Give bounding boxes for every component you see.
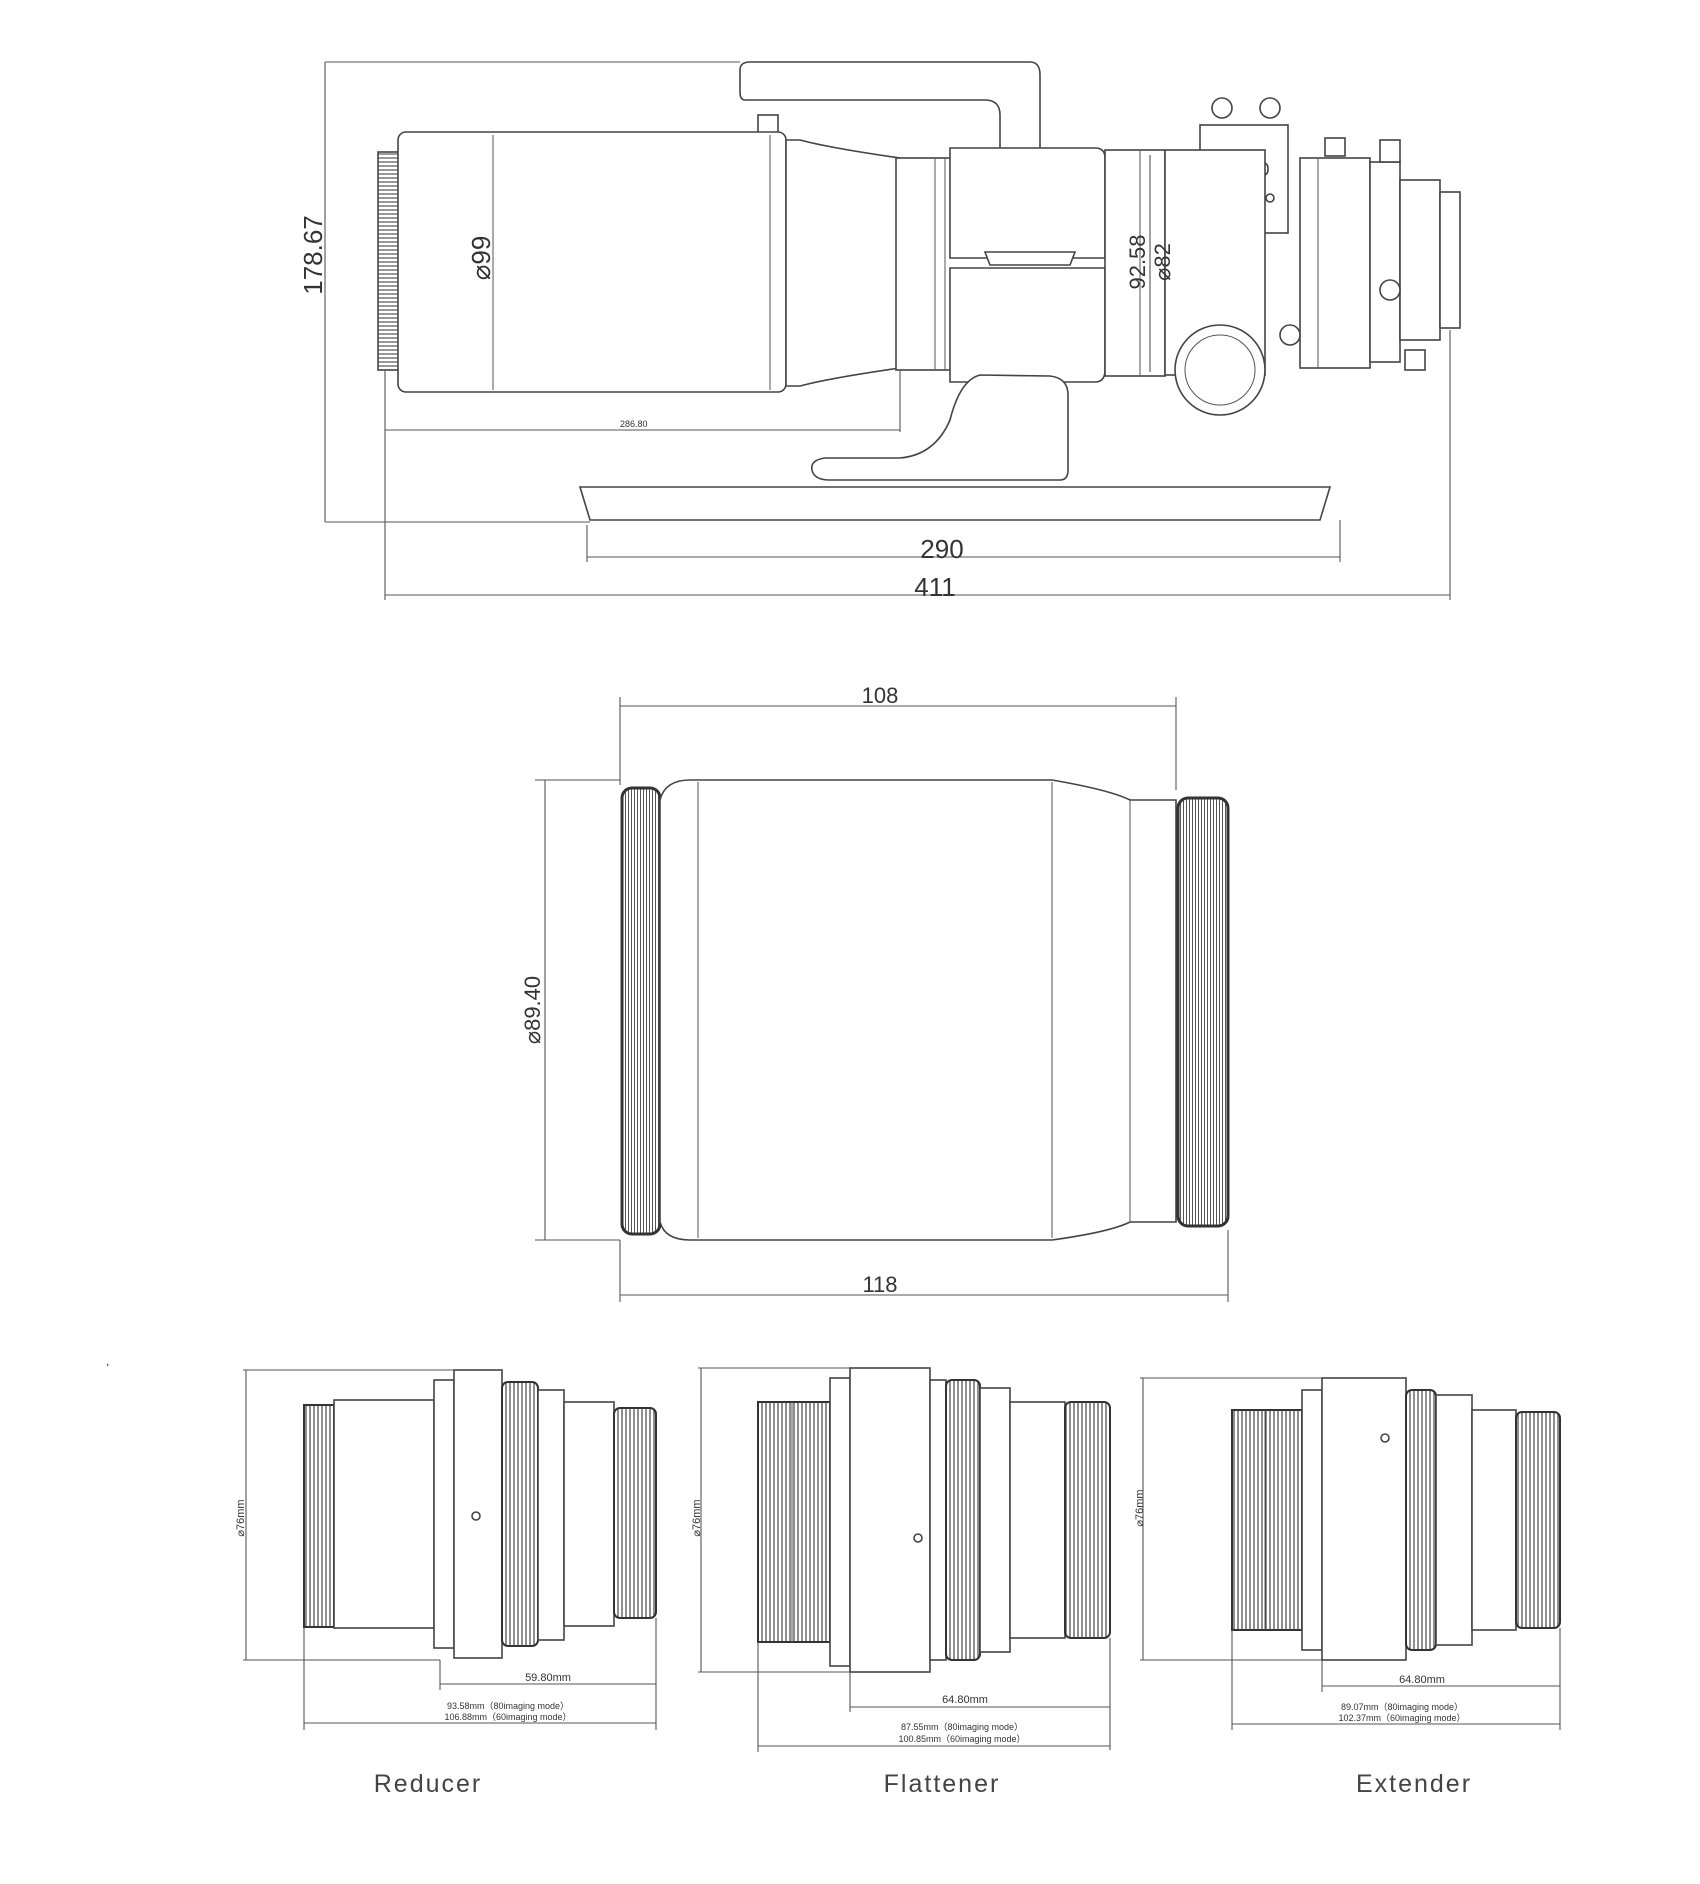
telescope-side-view: 286.80 178.67 ⌀99 92.58 ⌀82 290 411 xyxy=(298,61,1461,602)
dim-diameter-label: ⌀89.40 xyxy=(520,976,545,1044)
flattener-caption: Flattener xyxy=(884,1770,1001,1798)
reducer-dim-b: 93.58mm（80imaging mode） xyxy=(447,1701,569,1711)
extender-diameter-label: ⌀76mm xyxy=(1134,1489,1146,1526)
extender-caption: Extender xyxy=(1356,1770,1472,1798)
flattener-dim-c: 100.85mm（60imaging mode） xyxy=(898,1734,1025,1744)
extender-dim-c: 102.37mm（60imaging mode） xyxy=(1338,1713,1465,1723)
dim-plate-label: 290 xyxy=(920,534,963,564)
reducer-caption: Reducer xyxy=(374,1770,483,1798)
dim-118-label: 118 xyxy=(862,1272,897,1297)
reducer-dim-a: 59.80mm xyxy=(525,1672,571,1684)
extender-dim-a: 64.80mm xyxy=(1399,1674,1445,1686)
dim-height-label: 178.67 xyxy=(298,215,328,295)
reducer-drawing: ⌀76mm 59.80mm 93.58mm（80imaging mode） 10… xyxy=(235,1369,657,1798)
extender-dim-b: 89.07mm（80imaging mode） xyxy=(1341,1702,1463,1712)
dim-108-label: 108 xyxy=(862,683,899,708)
reducer-dim-c: 106.88mm（60imaging mode） xyxy=(444,1712,571,1722)
reducer-diameter-label: ⌀76mm xyxy=(235,1499,247,1536)
tube-section-view: 108 118 ⌀89.40 xyxy=(520,683,1230,1302)
svg-text:286.80: 286.80 xyxy=(620,419,648,429)
flattener-drawing: ⌀76mm 64.80mm 87.55mm（80imaging mode） 10… xyxy=(691,1367,1111,1798)
dim-total-label: 411 xyxy=(914,572,955,602)
flattener-dim-b: 87.55mm（80imaging mode） xyxy=(901,1722,1023,1732)
flattener-diameter-label: ⌀76mm xyxy=(691,1499,703,1536)
svg-text:,: , xyxy=(106,1354,109,1368)
dim-focuser-label-2: ⌀82 xyxy=(1150,243,1175,281)
dim-focuser-label-1: 92.58 xyxy=(1125,234,1150,289)
flattener-dim-a: 64.80mm xyxy=(942,1694,988,1706)
extender-drawing: ⌀76mm 64.80mm 89.07mm（80imaging mode） 10… xyxy=(1134,1377,1561,1798)
dim-tube-diameter-label: ⌀99 xyxy=(466,236,496,281)
